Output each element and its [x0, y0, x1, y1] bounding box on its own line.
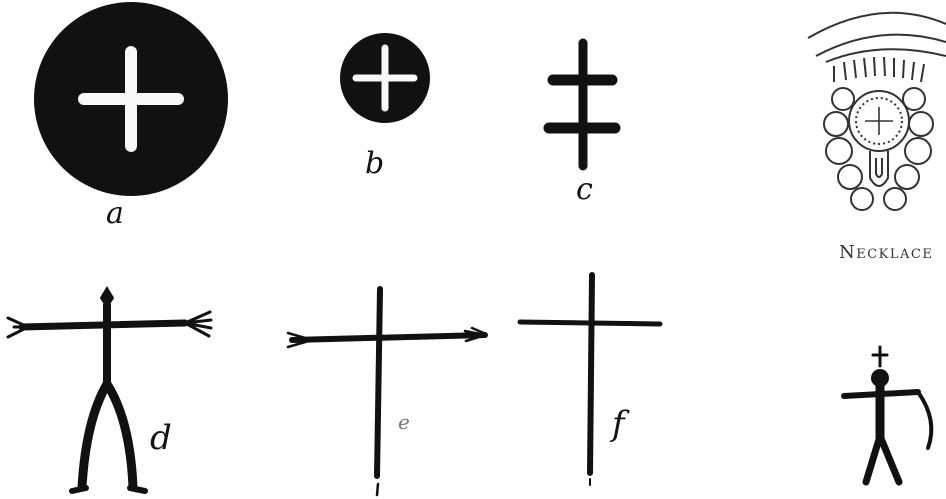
label-e: e: [398, 410, 410, 434]
label-a: a: [106, 196, 124, 231]
label-c: c: [576, 172, 593, 207]
figure-e-feathered-cross: [288, 289, 486, 495]
figure-d-human: [8, 288, 211, 491]
figure-a-disk-cross: [34, 2, 228, 196]
necklace-ornament: [808, 13, 946, 210]
label-necklace: Necklace: [839, 242, 933, 263]
figure-f-cross: [520, 275, 660, 485]
label-b: b: [365, 146, 384, 181]
figure-archer: [844, 347, 931, 482]
label-d: d: [150, 418, 172, 458]
figure-b-disk-cross: [340, 33, 430, 123]
label-f: f: [612, 404, 625, 444]
figure-c-double-cross: [549, 43, 615, 166]
